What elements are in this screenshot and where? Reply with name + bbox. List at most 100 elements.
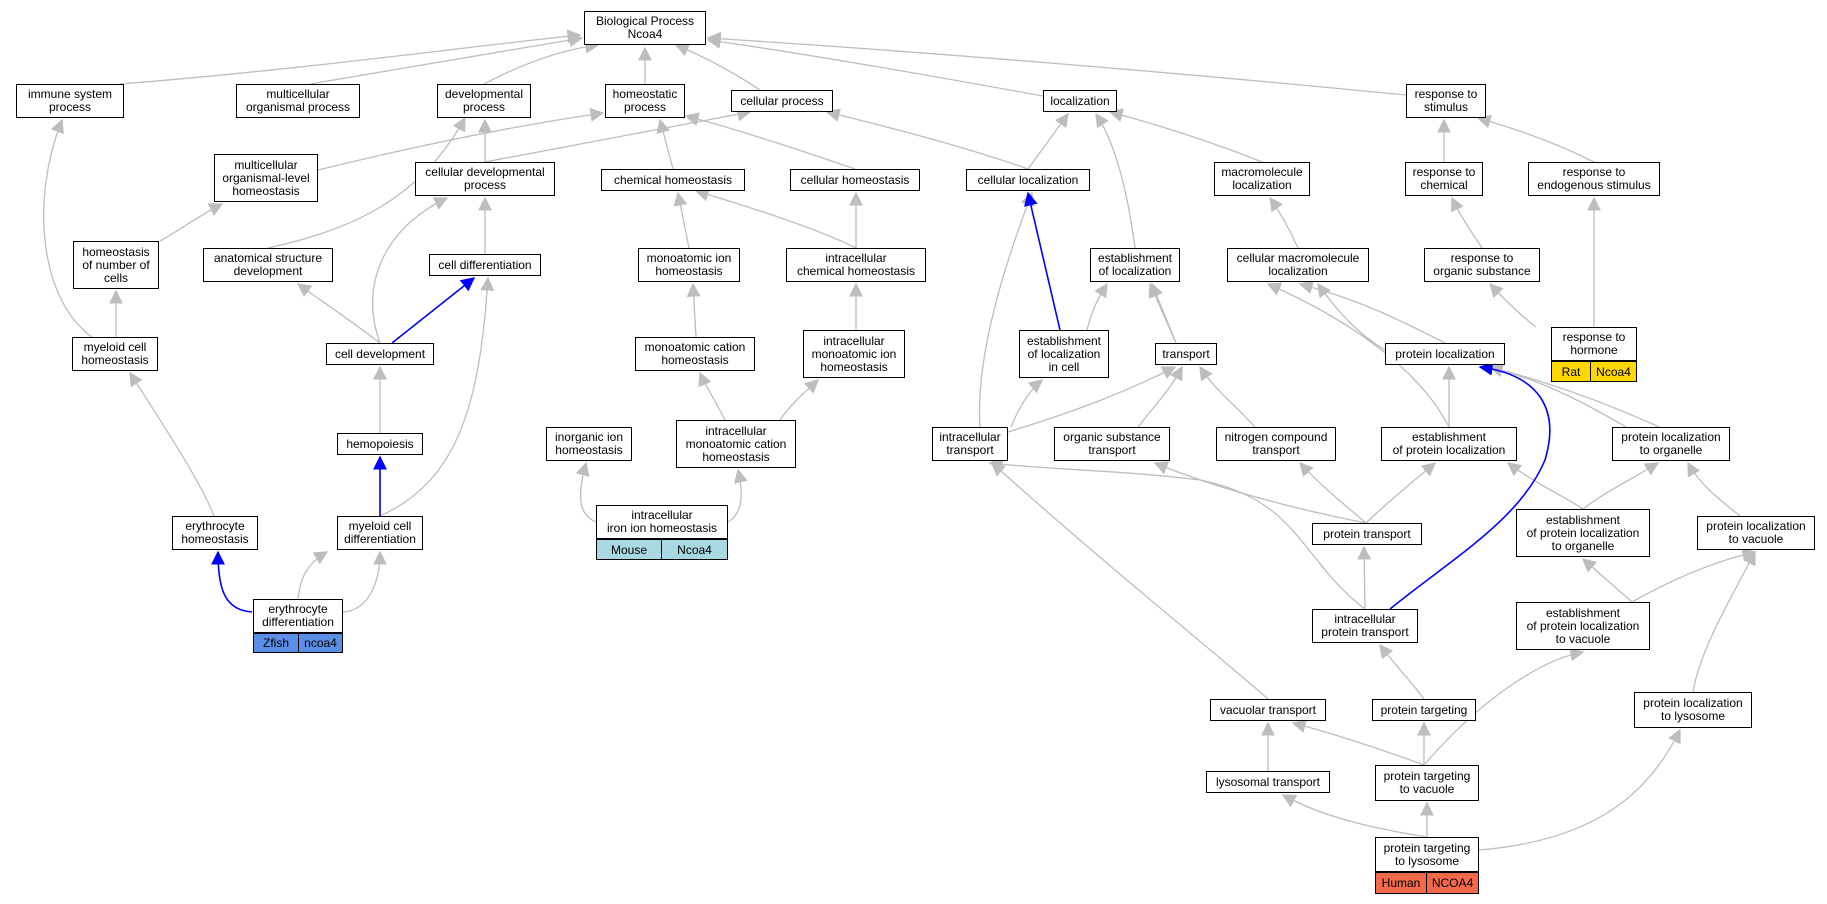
node-cell-differentiation[interactable]: cell differentiation [429, 254, 541, 276]
edge-is-a [129, 371, 215, 517]
edge-is-a [727, 468, 748, 523]
edge-highlight [391, 277, 476, 344]
edge-is-a [1108, 108, 1263, 163]
node-establishment-of-protein-localization-to-vacuole[interactable]: establishment of protein localization to… [1516, 602, 1650, 650]
node-hemopoiesis[interactable]: hemopoiesis [337, 433, 423, 455]
node-intracellular-chemical-homeostasis[interactable]: intracellular chemical homeostasis [786, 248, 926, 282]
node-immune-system-process[interactable]: immune system process [16, 84, 124, 118]
edge-is-a [297, 551, 329, 600]
node-protein-targeting-to-lysosome[interactable]: protein targeting to lysosome [1375, 837, 1479, 872]
node-chemical-homeostasis[interactable]: chemical homeostasis [601, 169, 745, 191]
edge-is-a [43, 118, 93, 338]
node-nitrogen-compound-transport[interactable]: nitrogen compound transport [1216, 427, 1336, 461]
node-protein-localization[interactable]: protein localization [1385, 343, 1505, 365]
node-response-to-hormone[interactable]: response to hormone [1551, 327, 1637, 361]
node-establishment-of-localization[interactable]: establishment of localization [1090, 248, 1180, 282]
edge-is-a [1687, 461, 1741, 517]
node-establishment-of-localization-in-cell[interactable]: establishment of localization in cell [1019, 330, 1109, 378]
node-intracellular-iron-ion-homeostasis[interactable]: intracellular iron ion homeostasis [596, 505, 728, 539]
node-protein-targeting-to-vacuole[interactable]: protein targeting to vacuole [1375, 765, 1479, 801]
node-response-to-endogenous-stimulus[interactable]: response to endogenous stimulus [1528, 162, 1660, 196]
node-transport[interactable]: transport [1155, 343, 1217, 365]
edge-is-a [779, 379, 820, 421]
edge-is-a [1010, 379, 1044, 428]
node-cellular-localization[interactable]: cellular localization [966, 169, 1090, 191]
edge-is-a [296, 283, 381, 344]
node-lysosomal-transport[interactable]: lysosomal transport [1206, 771, 1330, 793]
node-protein-targeting[interactable]: protein targeting [1372, 699, 1476, 721]
edge-is-a [1086, 282, 1108, 331]
edge-is-a [674, 43, 761, 91]
node-response-to-stimulus[interactable]: response to stimulus [1406, 84, 1486, 118]
node-cellular-developmental-process[interactable]: cellular developmental process [415, 162, 555, 196]
edge-is-a [1489, 282, 1537, 328]
node-homeostasis-of-number-of-cells[interactable]: homeostasis of number of cells [73, 241, 159, 289]
node-localization[interactable]: localization [1043, 90, 1117, 112]
node-cellular-macromolecule-localization[interactable]: cellular macromolecule localization [1227, 248, 1369, 282]
badge-rat-gene: Ncoa4 [1591, 361, 1637, 382]
edge-is-a [1379, 643, 1425, 700]
node-inorganic-ion-homeostasis[interactable]: inorganic ion homeostasis [546, 427, 632, 461]
node-vacuolar-transport[interactable]: vacuolar transport [1210, 699, 1326, 721]
node-establishment-of-protein-localization-to-organelle[interactable]: establishment of protein localization to… [1516, 509, 1650, 557]
node-monoatomic-ion-homeostasis[interactable]: monoatomic ion homeostasis [638, 248, 740, 282]
node-protein-localization-to-organelle[interactable]: protein localization to organelle [1612, 427, 1730, 461]
badge-human-species: Human [1375, 872, 1427, 894]
node-developmental-process[interactable]: developmental process [437, 84, 531, 118]
badge-mouse-gene: Ncoa4 [662, 539, 728, 560]
node-multicellular-organismal-process[interactable]: multicellular organismal process [236, 84, 360, 118]
edges [43, 29, 1757, 851]
node-macromolecule-localization[interactable]: macromolecule localization [1214, 162, 1310, 196]
node-protein-localization-to-lysosome[interactable]: protein localization to lysosome [1634, 692, 1752, 728]
node-multicellular-organismal-level-homeostasis[interactable]: multicellular organismal-level homeostas… [214, 154, 318, 202]
node-erythrocyte-differentiation[interactable]: erythrocyte differentiation [253, 599, 343, 633]
edge-is-a [978, 191, 1034, 428]
edge-is-a [1631, 547, 1757, 603]
node-cellular-process[interactable]: cellular process [731, 90, 833, 112]
node-cellular-homeostasis[interactable]: cellular homeostasis [790, 169, 920, 191]
edge-is-a [1317, 282, 1386, 351]
edge-is-a [1365, 462, 1437, 524]
node-monoatomic-cation-homeostasis[interactable]: monoatomic cation homeostasis [635, 337, 755, 371]
edge-is-a [673, 191, 690, 249]
node-homeostatic-process[interactable]: homeostatic process [605, 84, 685, 118]
node-protein-transport[interactable]: protein transport [1312, 523, 1422, 545]
edge-is-a [1281, 794, 1428, 838]
node-response-to-organic-substance[interactable]: response to organic substance [1424, 248, 1540, 282]
badge-mouse-species: Mouse [596, 539, 662, 560]
edge-is-a [1582, 462, 1660, 510]
node-myeloid-cell-differentiation[interactable]: myeloid cell differentiation [337, 516, 423, 550]
edge-is-a [1476, 114, 1595, 163]
edge-is-a [342, 550, 387, 613]
edge-is-a [1027, 112, 1069, 170]
edge-is-a [575, 461, 597, 523]
node-intracellular-transport[interactable]: intracellular transport [932, 427, 1008, 461]
node-cell-development[interactable]: cell development [326, 343, 434, 365]
node-myeloid-cell-homeostasis[interactable]: myeloid cell homeostasis [72, 337, 158, 371]
node-biological-process[interactable]: Biological Process Ncoa4 [584, 11, 706, 45]
node-intracellular-monoatomic-ion-homeostasis[interactable]: intracellular monoatomic ion homeostasis [803, 330, 905, 378]
edge-highlight [1389, 361, 1551, 610]
node-organic-substance-transport[interactable]: organic substance transport [1054, 427, 1170, 461]
node-anatomical-structure-development[interactable]: anatomical structure development [203, 248, 333, 282]
edge-is-a [1299, 461, 1367, 524]
edge-is-a [1266, 282, 1450, 428]
edge-is-a [656, 118, 674, 170]
edge-is-a [988, 457, 1366, 610]
edge-is-a [1137, 365, 1183, 428]
node-establishment-of-protein-localization[interactable]: establishment of protein localization [1381, 427, 1517, 461]
node-protein-localization-to-vacuole[interactable]: protein localization to vacuole [1697, 516, 1815, 550]
badge-human-gene: NCOA4 [1427, 872, 1479, 894]
edge-is-a [1007, 366, 1177, 433]
node-intracellular-monoatomic-cation-homeostasis[interactable]: intracellular monoatomic cation homeosta… [676, 420, 796, 468]
edge-is-a [1692, 550, 1756, 693]
node-response-to-chemical[interactable]: response to chemical [1405, 162, 1483, 196]
node-intracellular-protein-transport[interactable]: intracellular protein transport [1312, 609, 1418, 643]
edge-is-a [119, 29, 582, 85]
edge-is-a [1423, 647, 1585, 766]
edge-is-a [1451, 196, 1483, 249]
edge-is-a [684, 112, 856, 170]
node-erythrocyte-homeostasis[interactable]: erythrocyte homeostasis [172, 516, 258, 550]
edge-is-a [1095, 112, 1136, 249]
